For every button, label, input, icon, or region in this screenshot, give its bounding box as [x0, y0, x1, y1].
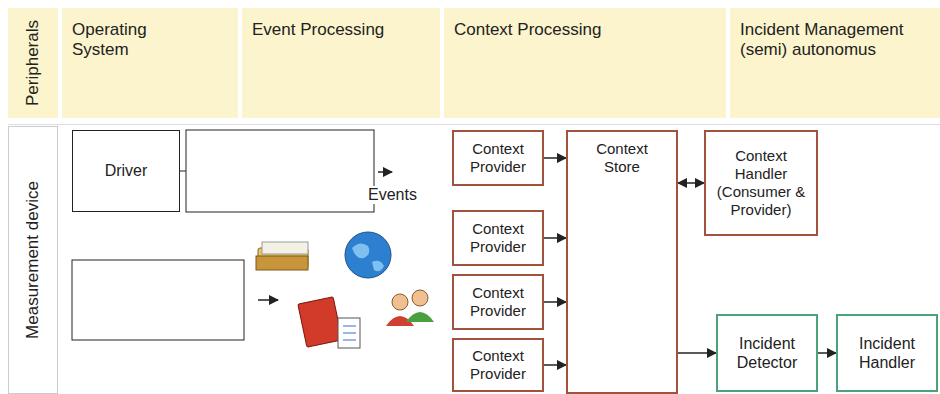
provider-box: Context Provider	[452, 130, 544, 186]
arrow	[258, 299, 278, 301]
node-label: Context Handler (Consumer & Provider)	[711, 147, 811, 219]
detector-box: Incident Detector	[716, 314, 818, 392]
connector	[544, 301, 566, 303]
binder-icon	[298, 297, 360, 348]
folder-icon	[256, 242, 308, 270]
people-icon	[386, 290, 434, 326]
node-label: Context Provider	[458, 220, 538, 256]
handler-box: Context Handler (Consumer & Provider)	[704, 130, 818, 236]
node-label: Operating System	[72, 20, 182, 61]
header-band: Operating System	[62, 8, 238, 118]
node-label: Incident Management (semi) autonomus	[740, 20, 930, 61]
connector	[544, 157, 566, 159]
node-label: Peripherals	[23, 20, 43, 106]
wire	[180, 171, 186, 172]
provider-box: Context Provider	[452, 274, 544, 330]
node-label: Incident Handler	[842, 334, 932, 372]
row-rule	[8, 124, 940, 125]
node-label: Driver	[105, 161, 148, 180]
node-label: Measurement device	[23, 181, 43, 339]
node-label: Context Provider	[458, 140, 538, 176]
provider-box: Context Provider	[452, 338, 544, 392]
node-label: Event Processing	[252, 20, 384, 40]
connector	[544, 237, 566, 239]
events-arrow	[378, 171, 392, 173]
connector	[818, 352, 836, 354]
header-band: Event Processing	[242, 8, 440, 118]
connector	[544, 364, 566, 366]
header-band: Incident Management (semi) autonomus	[730, 8, 940, 118]
connector	[678, 182, 704, 184]
store-box: Context Store	[566, 130, 678, 394]
globe-icon	[345, 232, 391, 278]
node-label: Context Store	[582, 140, 662, 176]
flow-label: Events	[366, 186, 419, 204]
node-label: Context Processing	[454, 20, 601, 40]
provider-box: Context Provider	[452, 210, 544, 266]
header-band: Context Processing	[444, 8, 726, 118]
connector	[678, 352, 716, 354]
node-label: Incident Detector	[722, 334, 812, 372]
node-label: Context Provider	[458, 347, 538, 383]
empty-box	[186, 130, 374, 212]
driver-box: Driver	[72, 130, 180, 212]
header-band: Peripherals	[8, 8, 58, 118]
node-label: Context Provider	[458, 284, 538, 320]
empty-box	[72, 260, 244, 340]
incident-handler-box: Incident Handler	[836, 314, 938, 392]
side-band: Measurement device	[8, 126, 58, 394]
